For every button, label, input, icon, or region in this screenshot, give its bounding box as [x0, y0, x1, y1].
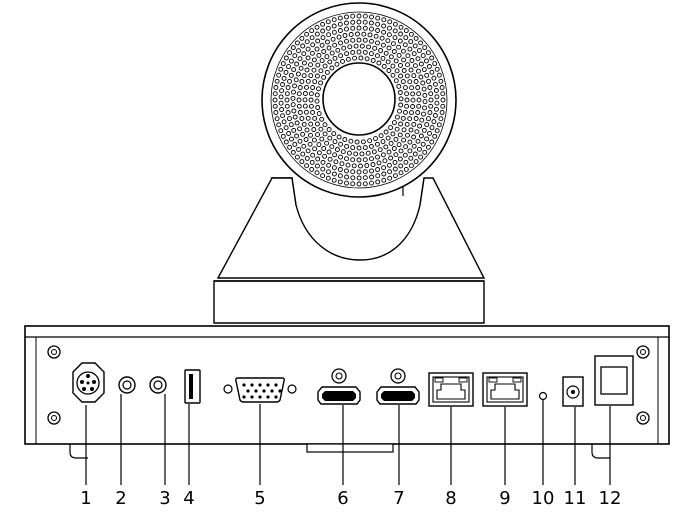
- panel-foot-left: [69, 444, 88, 459]
- callout-number: 2: [115, 488, 127, 509]
- camera-yoke: [216, 177, 486, 279]
- callout-number: 3: [159, 488, 171, 509]
- vga-port-icon: [223, 377, 297, 403]
- callout-number: 10: [531, 488, 555, 509]
- callout-number: 11: [563, 488, 587, 509]
- panel-bottom-stand: [306, 443, 394, 453]
- dc-power-jack-icon: [562, 376, 584, 407]
- panel-foot-right: [591, 444, 610, 459]
- callout-number: 12: [598, 488, 622, 509]
- ethernet-port-icon: [428, 372, 474, 407]
- camera-center-hub: [322, 62, 396, 136]
- camera-head: [213, 2, 486, 324]
- power-connector-icon: [72, 362, 105, 403]
- callout-number: 4: [183, 488, 195, 509]
- screw-icon: [636, 411, 650, 425]
- callout-leader-lines: [85, 394, 611, 485]
- audio-out-jack-icon: [149, 376, 167, 394]
- audio-in-jack-icon: [118, 376, 136, 394]
- callout-number: 9: [499, 488, 511, 509]
- callout-number: 7: [393, 488, 405, 509]
- hdmi-port-icon: [317, 368, 361, 405]
- camera-base: [213, 280, 485, 324]
- speaker-grill-holes: [272, 13, 446, 187]
- power-switch-icon: [594, 355, 634, 406]
- screw-icon: [636, 345, 650, 359]
- screw-icon: [47, 345, 61, 359]
- callout-number: 5: [254, 488, 266, 509]
- callout-number: 1: [80, 488, 92, 509]
- usb-port-icon: [184, 369, 201, 404]
- callout-number: 8: [445, 488, 457, 509]
- reset-pinhole-icon: [538, 391, 548, 401]
- hdmi-port-icon: [376, 368, 420, 405]
- ethernet-port-icon: [482, 372, 528, 407]
- callout-number: 6: [337, 488, 349, 509]
- rear-panel: [24, 325, 670, 459]
- screw-icon: [47, 411, 61, 425]
